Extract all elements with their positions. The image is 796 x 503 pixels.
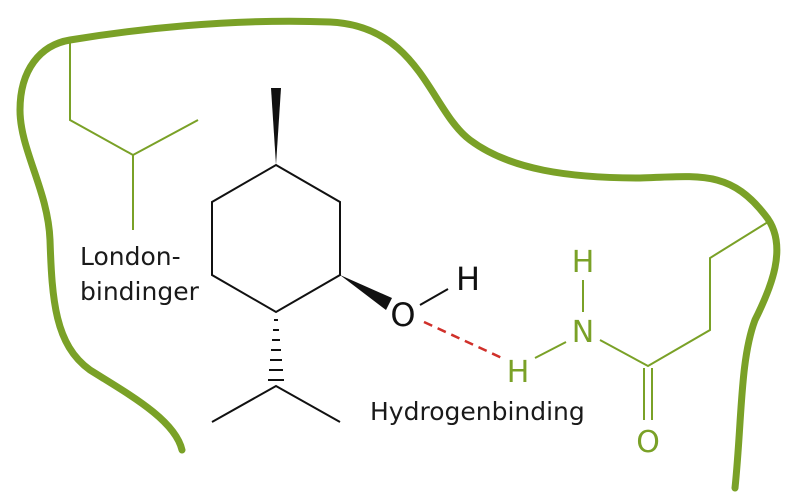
- amide-h-bond-atom: H: [507, 355, 530, 390]
- protein-outline: [16, 17, 781, 492]
- london-label-line2: bindinger: [80, 277, 200, 306]
- cyclohexane-ring: [211, 163, 341, 314]
- london-label-line1: London-: [80, 242, 181, 271]
- isopropyl-hash: [268, 319, 284, 381]
- isopropyl-group: [211, 384, 341, 423]
- hydrogen-bond-dashes: [423, 320, 503, 360]
- amide-n-atom: N: [572, 315, 594, 350]
- amide-o-atom: O: [636, 425, 660, 460]
- amide-side-chain: [599, 221, 769, 368]
- hydrogen-bond-label: Hydrogenbinding: [370, 397, 585, 426]
- methyl-wedge: [271, 88, 281, 165]
- isobutyl-side-chain: [69, 40, 199, 157]
- amide-h-top-atom: H: [572, 245, 595, 280]
- nh-bottom-bond: [534, 341, 567, 359]
- hydroxyl-wedge: [340, 275, 392, 310]
- menthol-h-atom: H: [456, 260, 480, 298]
- menthol-o-atom: O: [390, 296, 415, 334]
- oh-bond: [419, 288, 449, 306]
